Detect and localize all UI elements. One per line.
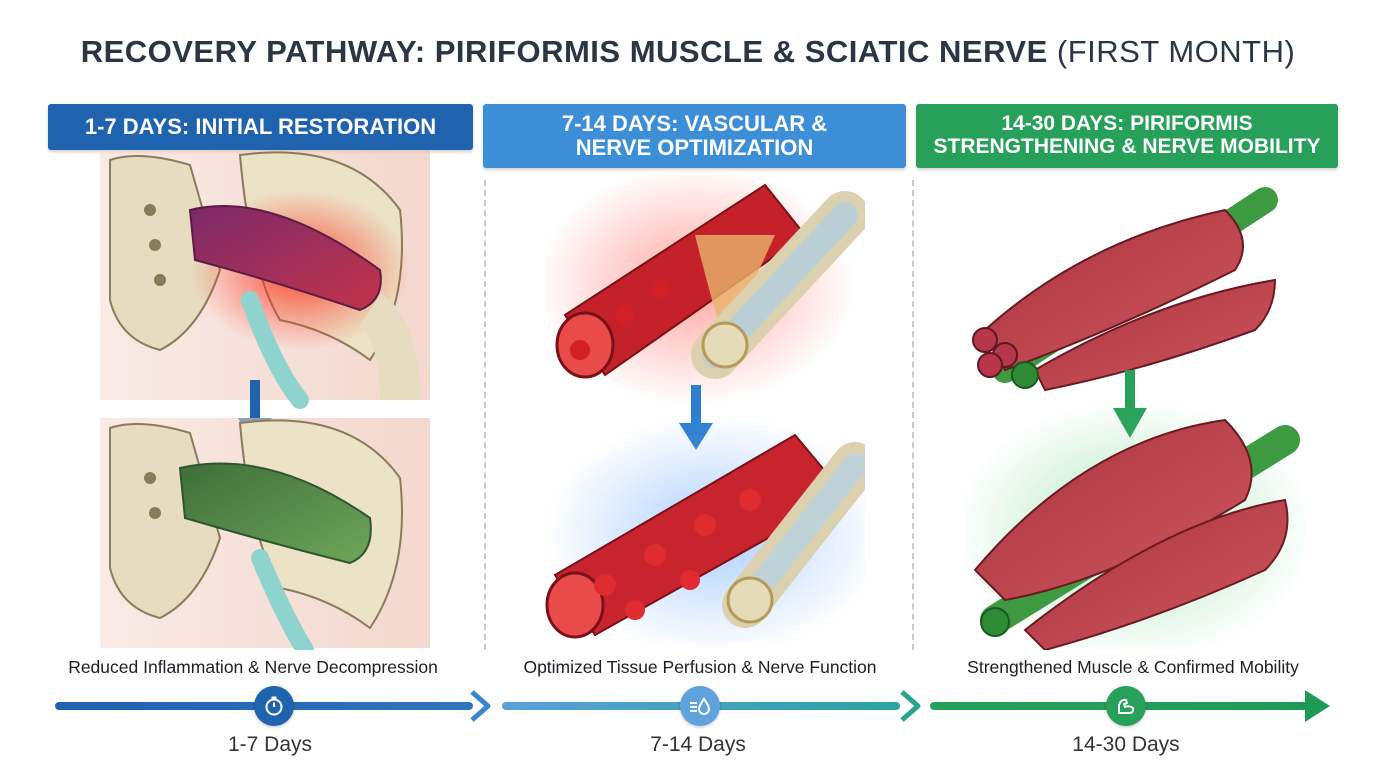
stage-2-illustration <box>545 175 865 645</box>
stage-1-outcome: Reduced Inflammation & Nerve Decompressi… <box>68 657 438 677</box>
timeline-bar <box>55 690 1330 722</box>
page-title: RECOVERY PATHWAY: PIRIFORMIS MUSCLE & SC… <box>0 34 1376 70</box>
stage-1-days: 1-7 Days <box>227 733 313 756</box>
flexed-arm-icon <box>1106 686 1146 726</box>
chevron-right-icon <box>470 690 491 722</box>
stage-2-outcome: Optimized Tissue Perfusion & Nerve Funct… <box>523 657 877 677</box>
stage-1-banner-line-1: 1-7 DAYS: INITIAL RESTORATION <box>84 114 437 140</box>
stage-1-illustration <box>100 150 430 650</box>
muscle-bundle-panel <box>972 187 1278 392</box>
column-divider-1 <box>484 180 486 650</box>
stage-2-banner: 7-14 DAYS: VASCULAR & NERVE OPTIMIZATION <box>483 104 906 168</box>
chevron-right-icon <box>900 690 921 722</box>
stage-3-banner: 14-30 DAYS: PIRIFORMIS STRENGTHENING & N… <box>916 104 1338 168</box>
relieved-pelvis-panel <box>100 418 430 650</box>
droplet-flow-icon <box>680 686 720 726</box>
inflamed-pelvis-panel <box>100 150 430 409</box>
stage-3-banner-line-1: 14-30 DAYS: PIRIFORMIS <box>1001 112 1253 136</box>
arrow-head-icon <box>1305 690 1330 722</box>
title-main: RECOVERY PATHWAY: PIRIFORMIS MUSCLE & SC… <box>80 34 1048 69</box>
stage-1-banner: 1-7 DAYS: INITIAL RESTORATION <box>48 104 473 150</box>
stage-3-banner-line-2: STRENGTHENING & NERVE MOBILITY <box>933 135 1321 158</box>
stage-3-illustration <box>965 187 1305 650</box>
stopwatch-icon <box>254 686 294 726</box>
stage-2-banner-line-2: NERVE OPTIMIZATION <box>575 135 814 160</box>
stage-2-banner-line-1: 7-14 DAYS: VASCULAR & <box>561 111 828 137</box>
strengthened-muscle-panel <box>965 400 1305 650</box>
stage-3-outcome: Strengthened Muscle & Confirmed Mobility <box>967 657 1299 677</box>
stage-3-days: 14-30 Days <box>1072 733 1180 756</box>
title-sub: (FIRST MONTH) <box>1056 34 1296 69</box>
stage-2-days: 7-14 Days <box>650 733 746 756</box>
healthy-vessel-panel <box>545 415 865 645</box>
constricted-vessel-panel <box>545 175 865 405</box>
column-divider-2 <box>912 180 914 650</box>
